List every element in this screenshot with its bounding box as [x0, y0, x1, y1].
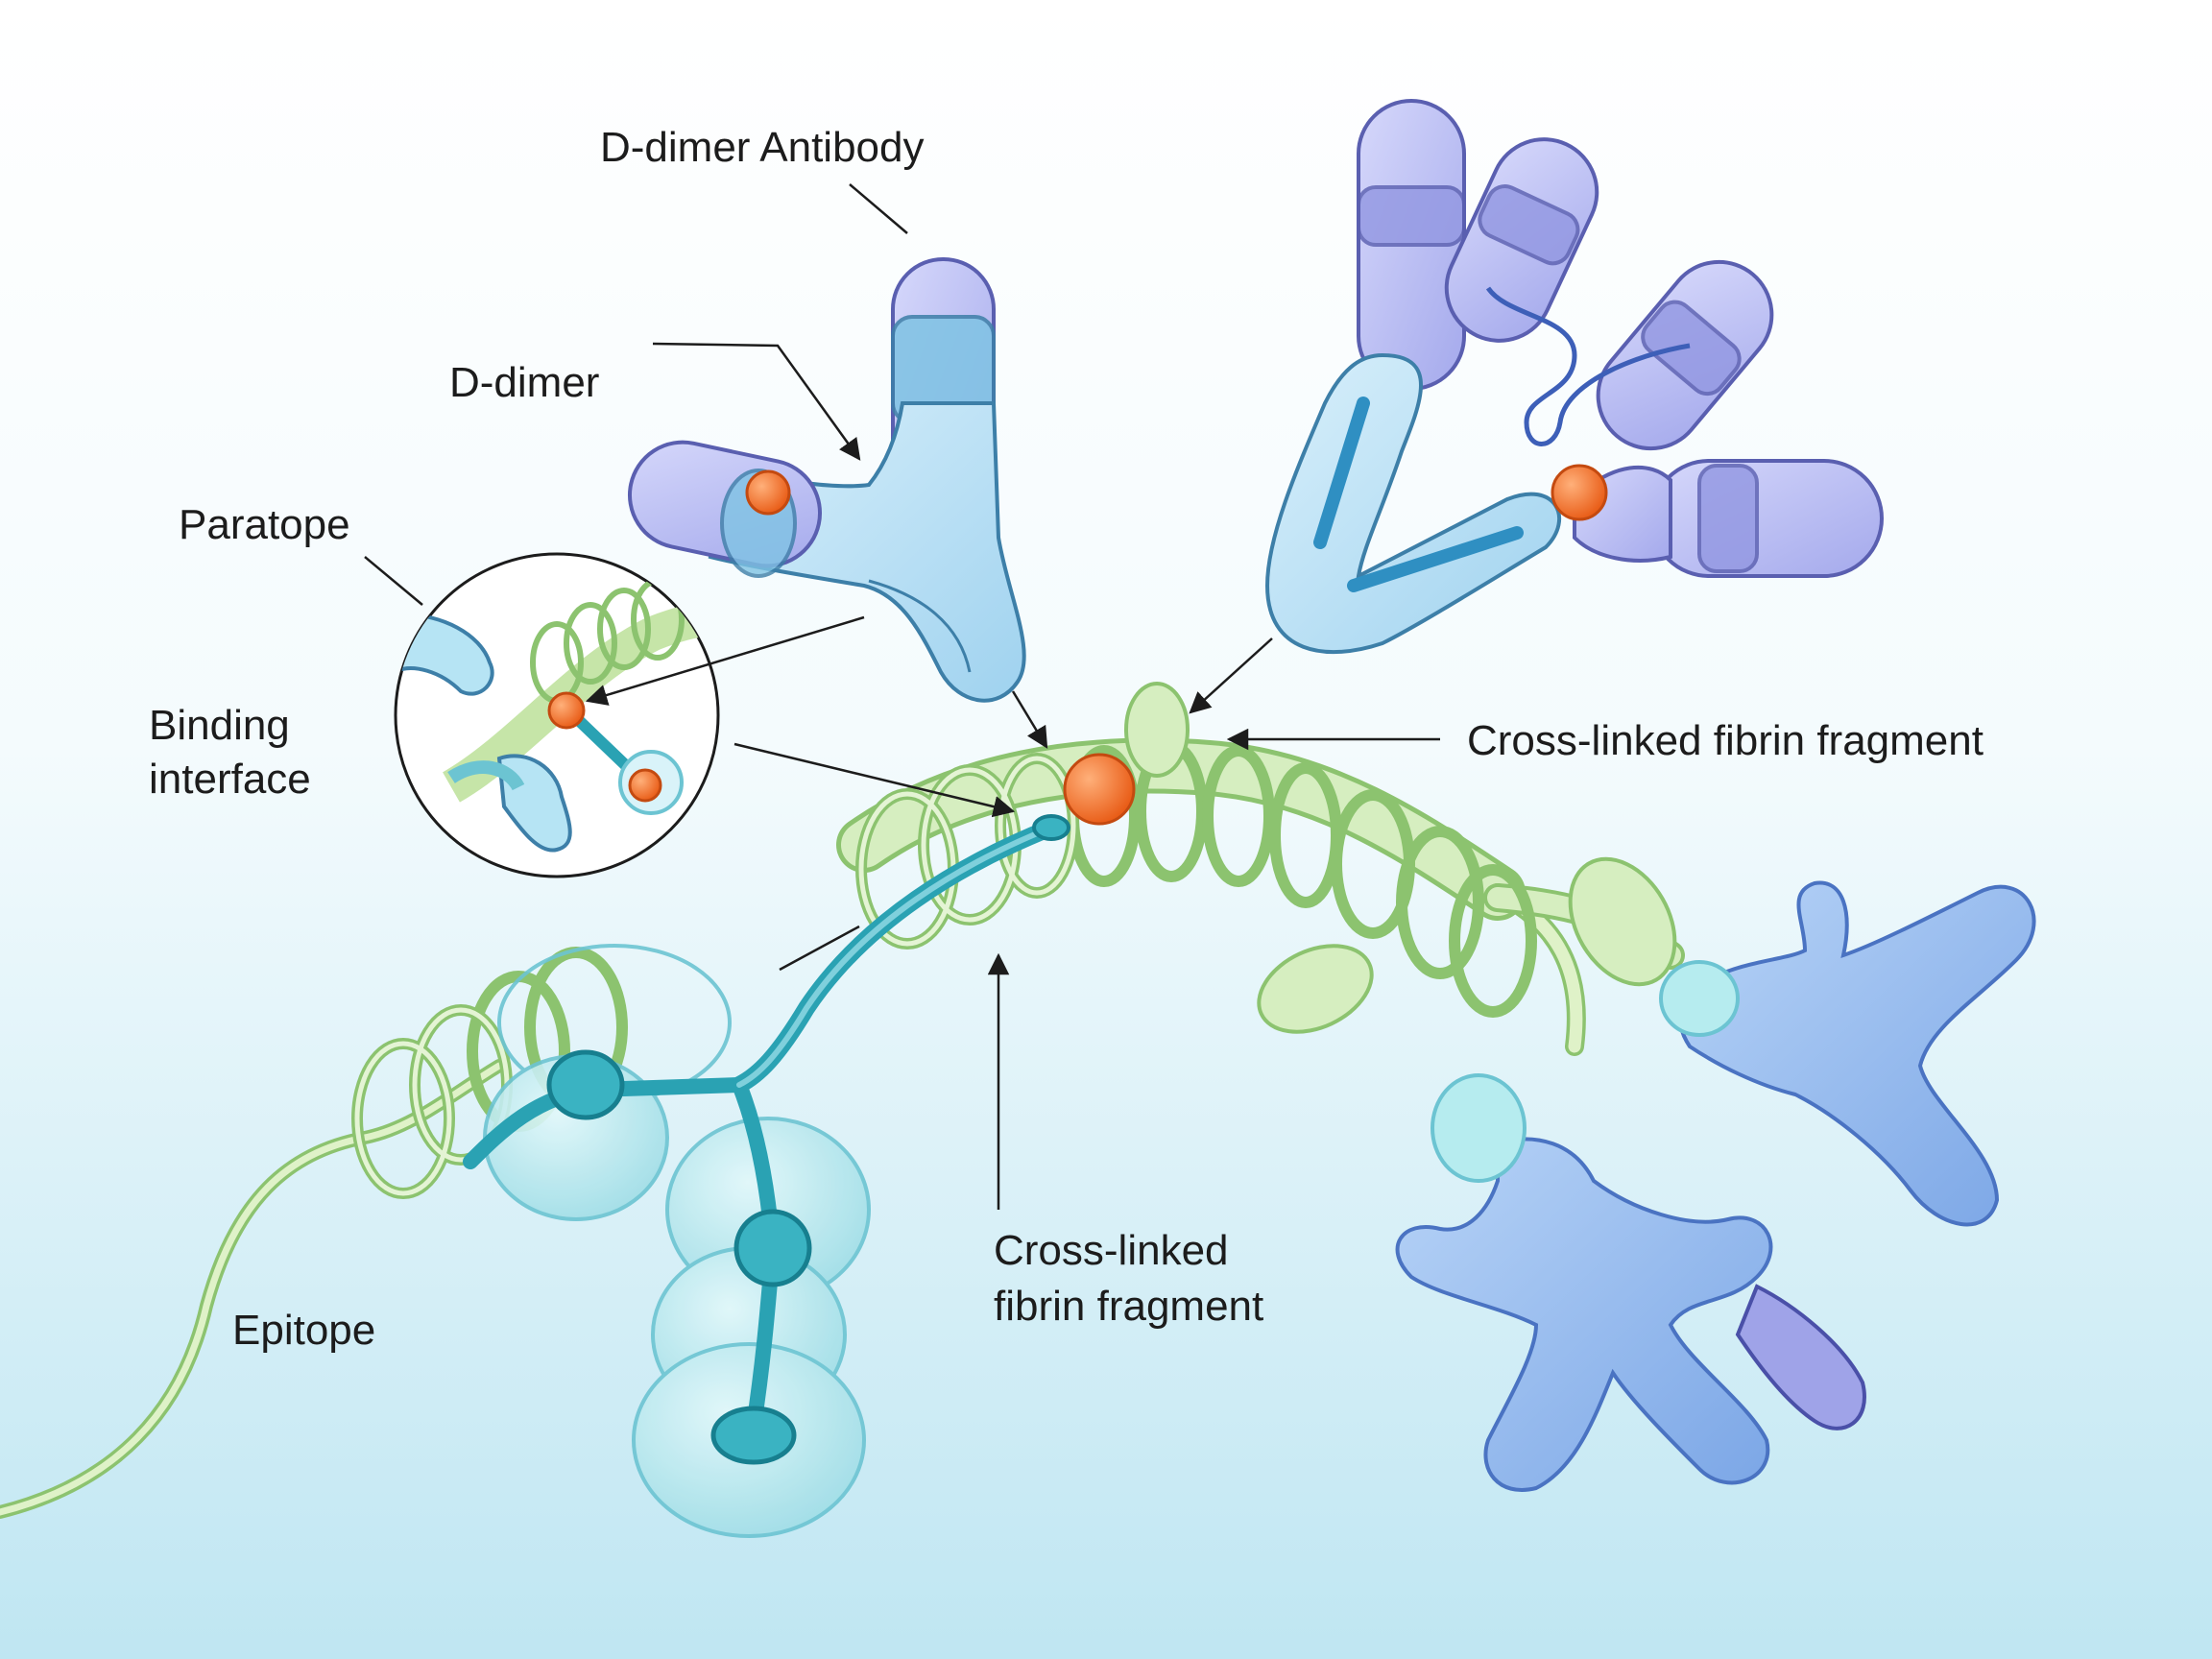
antibody-icon	[1264, 99, 1884, 655]
label-cross-linked-right: Cross-linked fibrin fragment	[1467, 717, 1984, 764]
label-cross-linked-center-line1: Cross-linked	[994, 1227, 1229, 1274]
epitope-nodes	[546, 1049, 812, 1465]
leader-lines	[364, 183, 1440, 1210]
label-epitope: Epitope	[232, 1307, 375, 1354]
leader-d-dimer	[652, 342, 861, 461]
label-paratope: Paratope	[179, 501, 350, 548]
leader-paratope-arrow	[585, 615, 865, 706]
binding-site-dot-icon	[1551, 464, 1608, 521]
leader-d-dimer-antibody	[849, 183, 908, 234]
label-binding-interface-line2: interface	[149, 756, 311, 803]
leader-paratope	[364, 556, 423, 606]
label-d-dimer: D-dimer	[449, 359, 599, 406]
label-cross-linked-center-line2: fibrin fragment	[994, 1283, 1263, 1330]
label-d-dimer-antibody: D-dimer Antibody	[600, 124, 924, 171]
leader-epitope	[779, 925, 860, 972]
blue-protein-tips	[1735, 1284, 1866, 1431]
blue-proteins	[1395, 880, 2036, 1492]
fibrin-knobs	[1124, 682, 1677, 1034]
teal-linker-knobs	[1431, 960, 1740, 1183]
label-binding-interface-line1: Binding	[149, 702, 290, 749]
leader-antibody-to-site	[1011, 690, 1048, 749]
leader-right-antibody	[1189, 637, 1273, 714]
antibody-icon	[627, 257, 1026, 703]
leader-binding-interface	[733, 742, 1016, 818]
binding-site-dot-icon	[745, 469, 791, 516]
magnifier-inset-icon	[394, 552, 720, 878]
central-binding-site	[1063, 753, 1136, 826]
